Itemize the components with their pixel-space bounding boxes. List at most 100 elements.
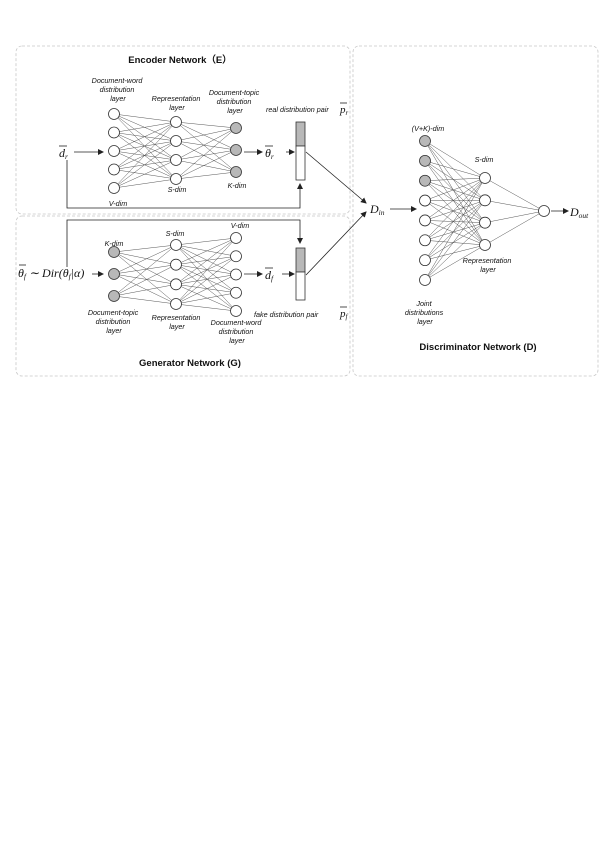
discriminator-input-symbol: Din [369, 202, 385, 217]
generator-layer-2-node [230, 286, 242, 299]
encoder-layer-0-node [108, 108, 120, 120]
discriminator-edge [424, 200, 486, 221]
encoder-edge [113, 140, 177, 189]
generator-edge [175, 237, 237, 265]
generator-layer-0-node [108, 246, 120, 258]
discriminator-edge [484, 200, 545, 212]
generator-layer-2-node [230, 250, 242, 263]
encoder-output-symbol: θr [265, 146, 274, 161]
generator-edge [113, 284, 177, 297]
encoder-layer-2-dim: K-dim [228, 181, 247, 190]
encoder-layer-1-node [170, 173, 182, 185]
generator-layer-2-node [230, 232, 242, 244]
discriminator-edge [424, 222, 486, 281]
discriminator-layer-0-node [419, 154, 431, 167]
encoder-layer-0-dim: V-dim [109, 199, 128, 208]
discriminator-edge [424, 177, 486, 281]
generator-input-formula: θf∼ Dir(θf|α) [18, 266, 84, 281]
encoder-edge [175, 127, 237, 142]
fake-pair-vector [295, 247, 306, 301]
real-pair-symbol: pr [339, 104, 349, 117]
generator-edge [175, 303, 237, 312]
encoder-layer-1-node [170, 135, 182, 147]
generator-edge [175, 292, 237, 305]
generator-edge [175, 244, 237, 312]
encoder-edge [113, 132, 177, 180]
encoder-layer-1-label: Representation layer [152, 94, 203, 112]
discriminator-layer-1-node [479, 239, 491, 251]
discriminator-edge [424, 222, 486, 241]
generator-layer-1-node [170, 258, 182, 271]
encoder-layer-2-node [230, 166, 242, 178]
discriminator-edge [424, 200, 486, 261]
real-pair-vector [295, 121, 306, 181]
generator-layer-1-label: Representation layer [152, 313, 203, 331]
discriminator-edge [424, 177, 486, 201]
discriminator-edge [424, 200, 486, 281]
encoder-panel [15, 45, 351, 215]
encoder-edge [175, 171, 237, 180]
encoder-edge [175, 121, 237, 151]
generator-edge [113, 251, 177, 285]
generator-layer-labels: K-dim S-dim V-dim Document-topic distrib… [88, 221, 264, 345]
encoder-layer-0-node [108, 126, 120, 139]
generator-edge [175, 274, 237, 285]
discriminator-layer-1-node [479, 194, 491, 207]
generator-edge [175, 256, 237, 285]
generator-layer-2-node [230, 268, 242, 281]
encoder-layer-2-node [230, 144, 242, 156]
encoder-edge [175, 140, 237, 151]
encoder-edge [175, 149, 237, 161]
encoder-layer-labels: Document-word distribution layer Represe… [92, 76, 261, 208]
generator-edge [175, 264, 237, 293]
generator-edge [113, 295, 177, 305]
discriminator-output-symbol: Dout [569, 205, 589, 220]
generator-edge [113, 244, 177, 275]
discriminator-layer-1-node [479, 216, 491, 229]
discriminator-edge [424, 200, 486, 241]
discriminator-edge [424, 244, 486, 281]
discriminator-edge [424, 180, 486, 223]
discriminator-title: Discriminator Network (D) [419, 342, 536, 353]
encoder-edge [113, 121, 177, 189]
encoder-layer-1-dim: S-dim [168, 185, 187, 194]
discriminator-edge [424, 177, 486, 221]
encoder-layer-0-label: Document-word distribution layer [92, 76, 145, 103]
encoder-layer-2-label: Document-topic distribution layer [209, 88, 261, 115]
generator-edge [175, 237, 237, 246]
encoder-layer-1-node [170, 154, 182, 166]
generator-edge [175, 264, 237, 312]
generator-layer-2-dim: V-dim [231, 221, 250, 230]
generator-edge [113, 264, 177, 297]
discriminator-edge [424, 177, 486, 261]
encoder-edge [113, 121, 177, 133]
discriminator-edge [424, 160, 486, 223]
encoder-edge [113, 113, 177, 161]
generator-edge [175, 284, 237, 312]
generator-edge [175, 237, 237, 285]
generator-layer-2-label: Document-word distribution layer [211, 318, 264, 345]
discriminator-edge [424, 160, 486, 179]
discriminator-edge [484, 177, 545, 212]
encoder-edge [175, 127, 237, 180]
encoder-edge [113, 159, 177, 189]
encoder-edge [175, 121, 237, 129]
discriminator-panel [352, 45, 599, 377]
encoder-edge [113, 132, 177, 142]
generator-edge [113, 251, 177, 305]
dr-to-real-pair-arrow [66, 160, 303, 209]
discriminator-layer-0-node [419, 234, 431, 247]
discriminator-layer-0-node [419, 254, 431, 267]
encoder-edge [113, 121, 177, 170]
discriminator-edge [424, 177, 486, 241]
generator-edge [175, 256, 237, 265]
encoder-edge [113, 150, 177, 161]
flow-arrows [66, 149, 569, 277]
discriminator-edge [424, 140, 486, 201]
encoder-edge [113, 113, 177, 180]
encoder-title: Encoder Network（E） [128, 54, 231, 66]
generator-edge [175, 264, 237, 275]
encoder-edge [175, 159, 237, 173]
discriminator-layer-0-node [419, 194, 431, 207]
discriminator-layer-1-dim: S-dim [475, 155, 494, 164]
